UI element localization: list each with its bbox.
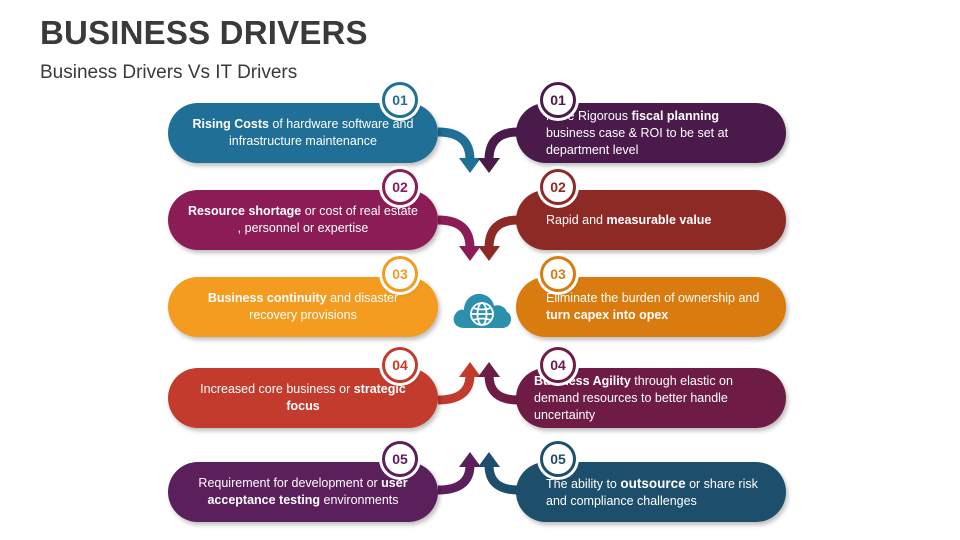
right-badge-05: 05 [540, 441, 576, 477]
left-badge-03: 03 [382, 256, 418, 292]
left-driver-03-text: Business continuity and disaster recover… [207, 291, 399, 322]
arrow-left-05 [437, 452, 481, 495]
left-badge-04: 04 [382, 347, 418, 383]
right-badge-02: 02 [540, 169, 576, 205]
right-driver-05-text: The ability to outsource or share risk a… [546, 475, 758, 508]
arrow-right-04 [478, 362, 519, 405]
left-driver-02: Resource shortage or cost of real estate… [168, 190, 438, 250]
arrow-right-01 [478, 127, 519, 173]
page-subtitle: Business Drivers Vs IT Drivers [40, 62, 298, 83]
right-driver-01: More Rigorous fiscal planning business c… [516, 103, 786, 163]
left-driver-05: Requirement for development or user acce… [168, 462, 438, 522]
right-driver-03-text: Eliminate the burden of ownership and tu… [546, 291, 760, 322]
arrow-left-02 [437, 215, 481, 261]
right-driver-04-text: Business Agility through elastic on dema… [534, 373, 733, 422]
left-badge-05: 05 [382, 441, 418, 477]
page-title: BUSINESS DRIVERS [40, 14, 368, 51]
arrow-right-02 [478, 215, 519, 261]
left-driver-04-text: Increased core business or strategic foc… [200, 382, 406, 413]
arrow-left-01 [437, 127, 481, 173]
left-badge-01: 01 [382, 82, 418, 118]
right-badge-04: 04 [540, 347, 576, 383]
left-driver-05-text: Requirement for development or user acce… [198, 476, 408, 507]
left-driver-01-text: Rising Costs of hardware software and in… [192, 117, 414, 148]
arrow-left-04 [437, 362, 481, 405]
cloud-globe-icon [453, 293, 512, 328]
left-driver-02-text: Resource shortage or cost of real estate… [188, 204, 418, 235]
arrow-right-05 [478, 452, 519, 495]
right-badge-01: 01 [540, 82, 576, 118]
left-badge-02: 02 [382, 169, 418, 205]
left-driver-01: Rising Costs of hardware software and in… [168, 103, 438, 163]
right-driver-01-text: More Rigorous fiscal planning business c… [546, 108, 729, 157]
right-badge-03: 03 [540, 256, 576, 292]
right-driver-02-text: Rapid and measurable value [546, 212, 712, 227]
